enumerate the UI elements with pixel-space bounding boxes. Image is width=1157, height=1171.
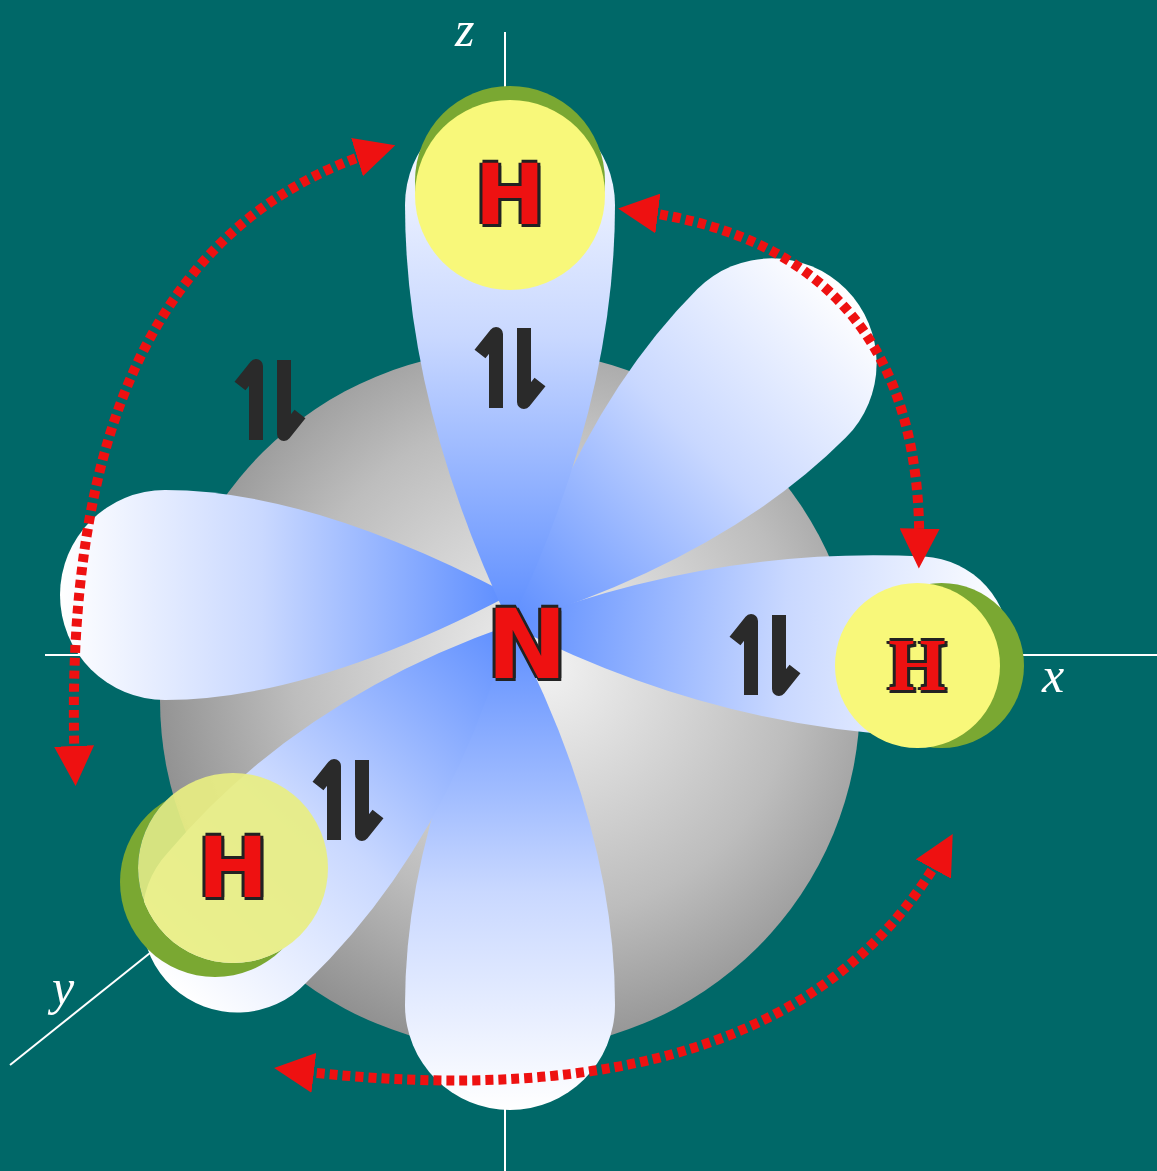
- axis-label: x: [1042, 650, 1064, 700]
- hydrogen-atom: H: [415, 100, 605, 290]
- hydrogen-atom: H: [835, 583, 1000, 748]
- atom-symbol: H: [475, 153, 545, 237]
- atom-symbol: H: [888, 628, 946, 702]
- rotation-arrow: [634, 210, 919, 552]
- atom-symbol: N: [487, 597, 567, 693]
- nitrogen-atom: N: [473, 591, 581, 699]
- atom-symbol: H: [198, 826, 268, 910]
- axis-label: z: [455, 4, 474, 54]
- axis-label: y: [52, 962, 74, 1012]
- hydrogen-atom: H: [138, 773, 328, 963]
